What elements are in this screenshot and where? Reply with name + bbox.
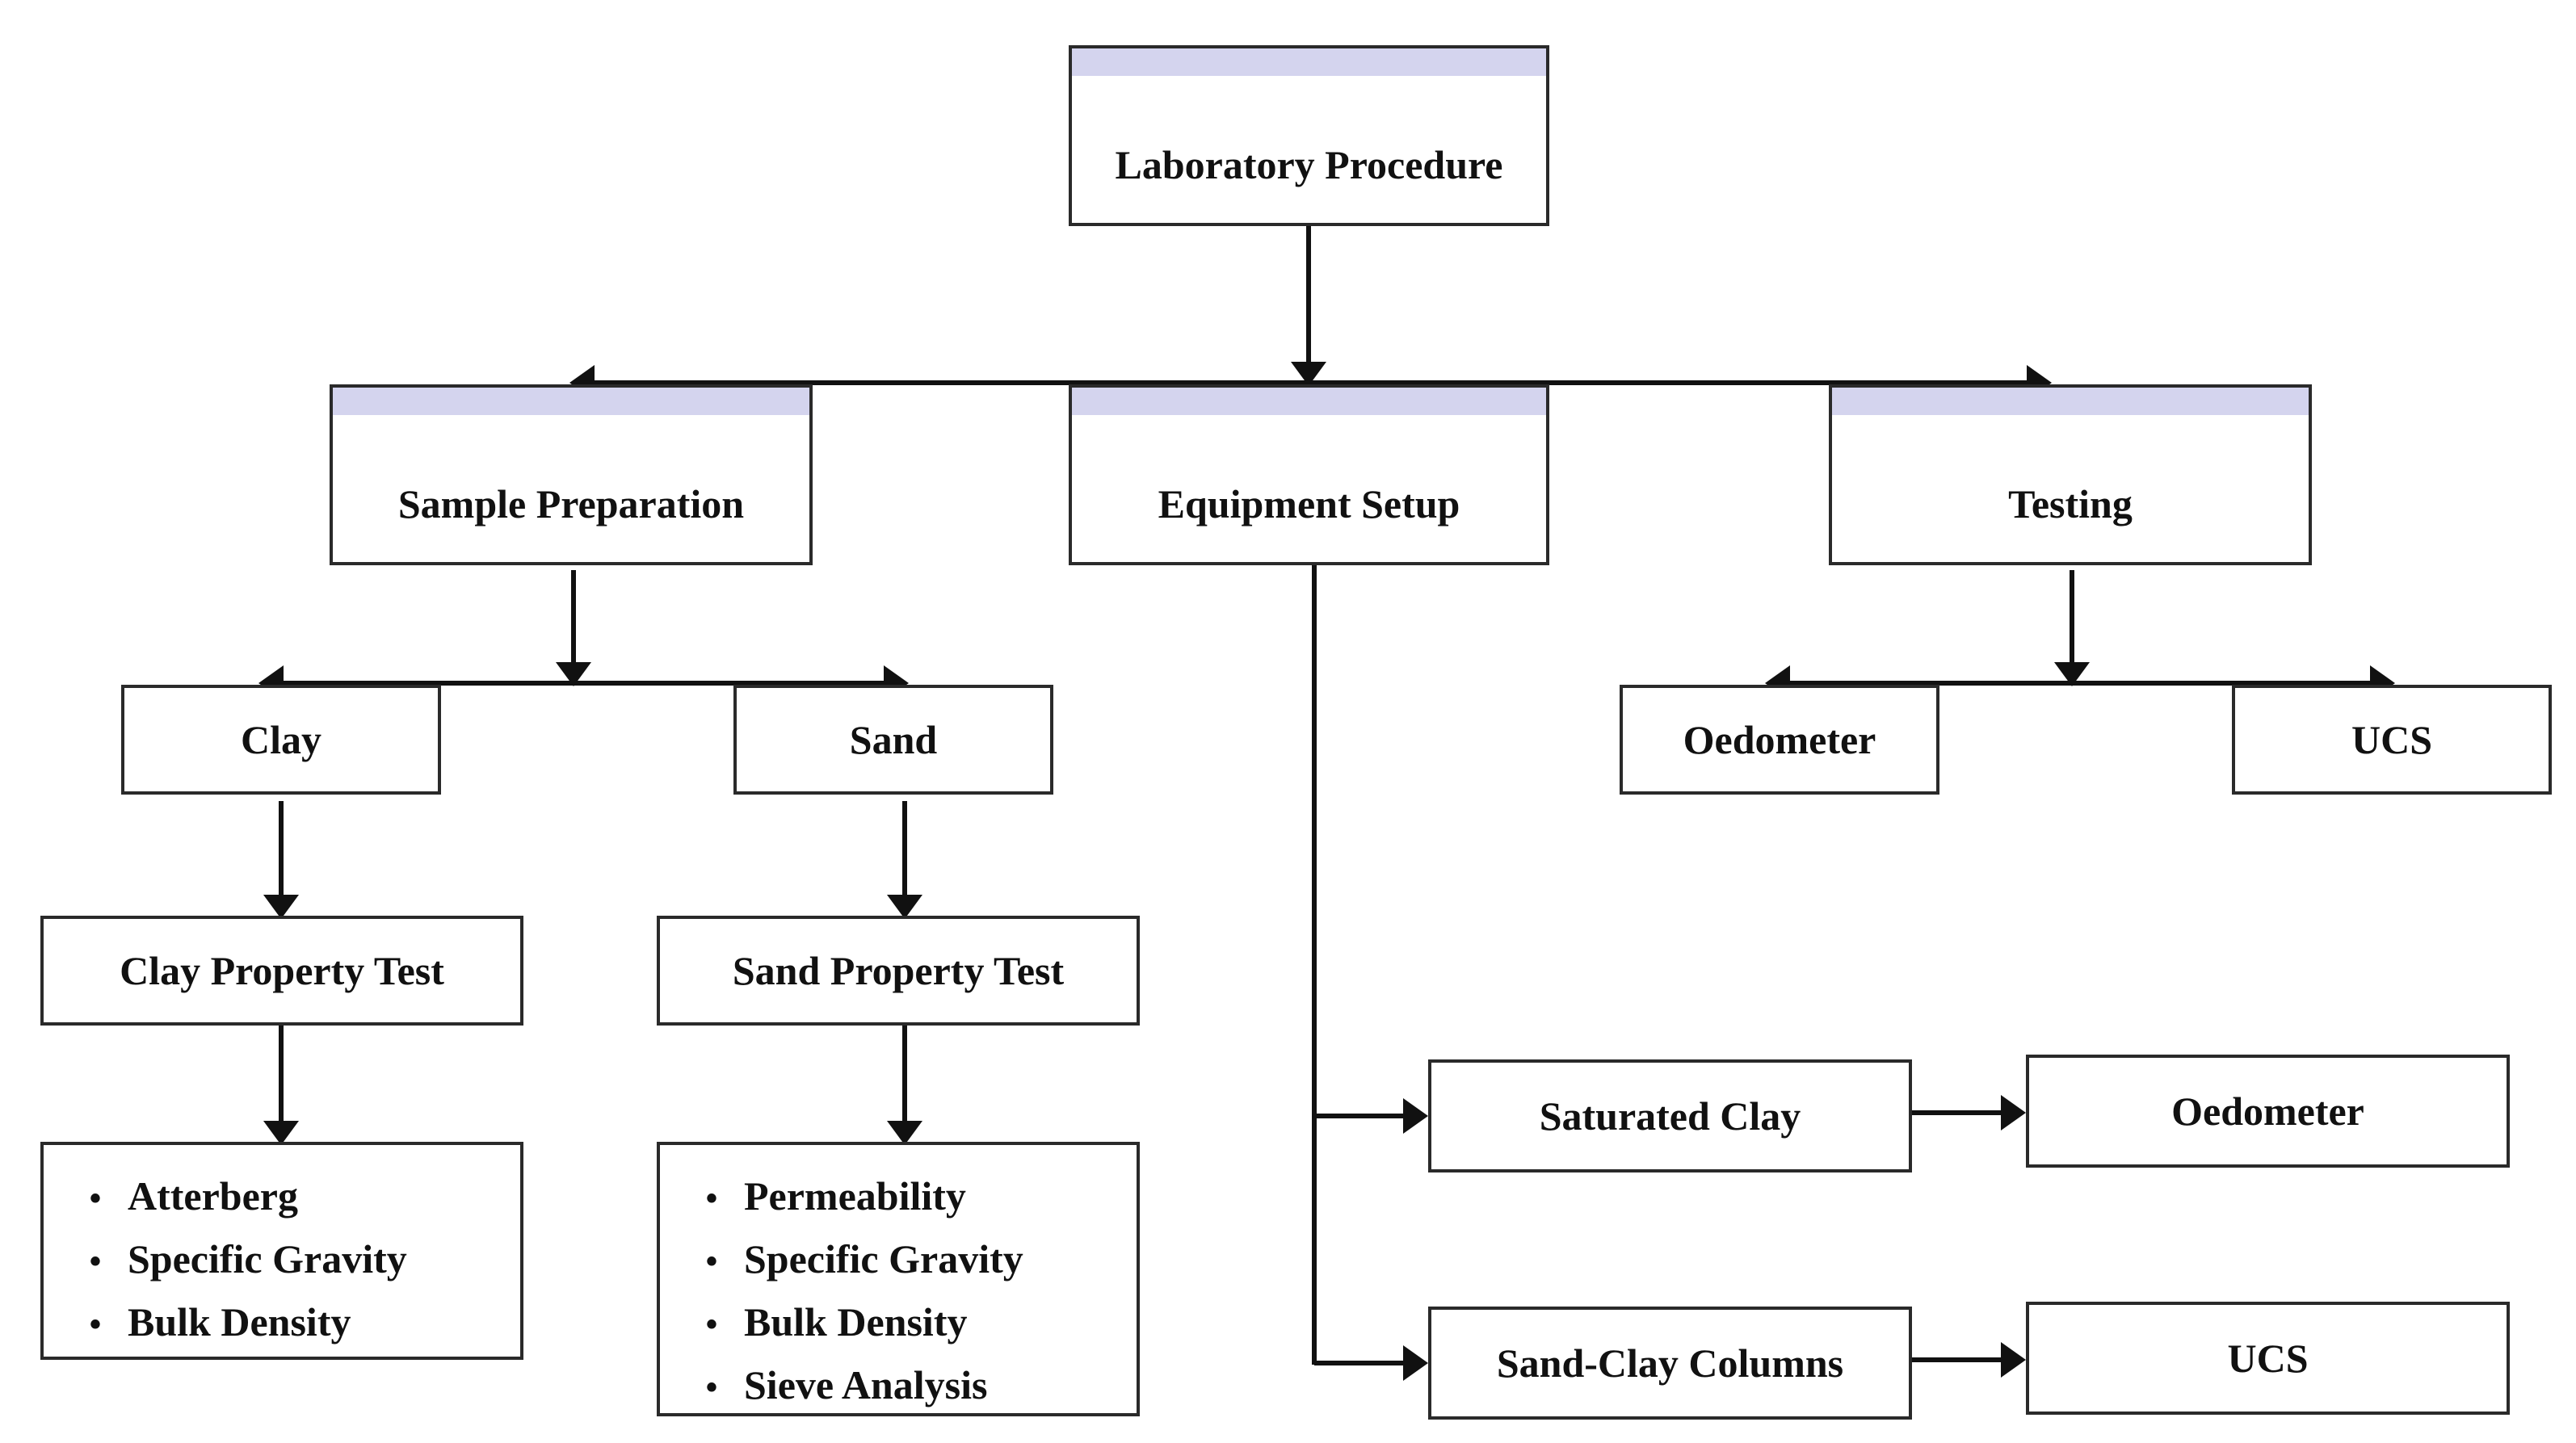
node-testing: Testing [1829, 415, 2312, 565]
list-item: • Specific Gravity [679, 1229, 1023, 1292]
header-band [1069, 45, 1549, 79]
node-label: Saturated Clay [1539, 1093, 1801, 1139]
arrowhead-testing-down [2054, 662, 2090, 686]
node-ucs-result: UCS [2026, 1302, 2510, 1415]
node-saturated-clay: Saturated Clay [1428, 1059, 1912, 1172]
node-label: Sand Property Test [732, 948, 1065, 993]
node-label: Testing [2008, 481, 2133, 526]
arrowhead-ucs-bottom [2001, 1342, 2026, 1378]
bullet-icon: • [89, 1307, 102, 1344]
node-label: Sand [849, 717, 938, 762]
list-item-label: Specific Gravity [128, 1236, 407, 1282]
arrowhead-sample-prep-down [556, 662, 591, 686]
list-item-label: Bulk Density [744, 1299, 968, 1344]
bullet-icon: • [705, 1244, 718, 1281]
clay-tests-list: • Atterberg • Specific Gravity • Bulk Densi… [40, 1142, 523, 1360]
bullet-icon: • [705, 1370, 718, 1407]
node-oedometer-result: Oedometer [2026, 1055, 2510, 1168]
list-item: • Bulk Density [679, 1292, 1023, 1355]
node-sand-clay-columns: Sand-Clay Columns [1428, 1307, 1912, 1420]
node-laboratory-procedure: Laboratory Procedure [1069, 76, 1549, 226]
node-label: Sample Preparation [397, 481, 745, 526]
arrowhead-sand-clay-columns [1403, 1345, 1428, 1381]
node-equipment-setup: Equipment Setup [1069, 415, 1549, 565]
node-label: Clay [241, 717, 321, 762]
arrowhead-oedometer-bottom [2001, 1095, 2026, 1130]
node-label: Equipment Setup [1158, 481, 1460, 526]
node-sample-preparation: Sample Preparation [330, 415, 813, 565]
list-item: • Specific Gravity [63, 1229, 407, 1292]
header-band [330, 384, 813, 418]
bullet-icon: • [89, 1244, 102, 1281]
node-ucs-testing: UCS [2232, 685, 2552, 795]
bullet-icon: • [705, 1307, 718, 1344]
header-band [1829, 384, 2312, 418]
arrowhead-sand-test [887, 895, 922, 919]
node-label: Oedometer [1683, 717, 1876, 762]
node-clay: Clay [121, 685, 441, 795]
arrowhead-clay-test [263, 895, 299, 919]
list-item-label: Specific Gravity [744, 1236, 1023, 1282]
node-label: Laboratory Procedure [1115, 142, 1503, 187]
list-item: • Atterberg [63, 1166, 407, 1229]
list-item-label: Sieve Analysis [744, 1362, 988, 1407]
node-sand-property-test: Sand Property Test [657, 916, 1140, 1026]
list-item: • Bulk Density [63, 1292, 407, 1355]
node-clay-property-test: Clay Property Test [40, 916, 523, 1026]
list-item-label: Atterberg [128, 1173, 298, 1219]
node-label: UCS [2351, 717, 2433, 762]
bullet-icon: • [705, 1181, 718, 1218]
node-label: Clay Property Test [120, 948, 444, 993]
node-label: Sand-Clay Columns [1496, 1340, 1844, 1386]
list-item: • Sieve Analysis [679, 1355, 1023, 1418]
node-label: UCS [2227, 1336, 2309, 1381]
sand-tests-list: • Permeability • Specific Gravity • Bulk De… [657, 1142, 1140, 1416]
node-label: Oedometer [2171, 1089, 2364, 1134]
bullet-icon: • [89, 1181, 102, 1218]
list-item-label: Bulk Density [128, 1299, 351, 1344]
arrowhead-clay-list [263, 1121, 299, 1145]
list-item: • Permeability [679, 1166, 1023, 1229]
arrowhead-root [1291, 362, 1326, 386]
header-band [1069, 384, 1549, 418]
arrowhead-saturated-clay [1403, 1098, 1428, 1134]
list-item-label: Permeability [744, 1173, 966, 1219]
arrowhead-sand-list [887, 1121, 922, 1145]
node-sand: Sand [733, 685, 1053, 795]
node-oedometer-testing: Oedometer [1620, 685, 1939, 795]
